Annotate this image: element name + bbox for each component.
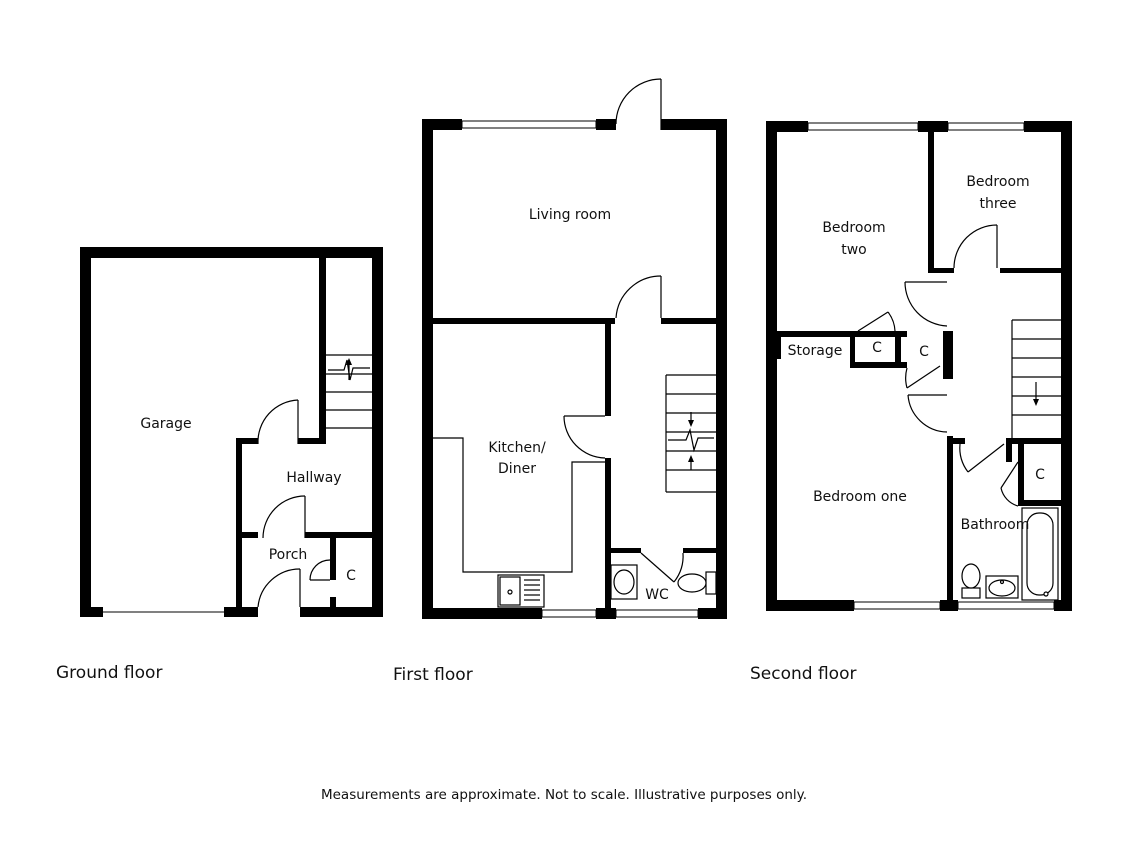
first-floor-doors bbox=[563, 78, 684, 583]
room-label-kitchen-line1: Kitchen/ bbox=[488, 440, 546, 456]
first-floor-kitchen-fittings bbox=[433, 437, 605, 608]
room-label-storage: Storage bbox=[788, 343, 843, 359]
room-label-bedroom-three-line1: Bedroom bbox=[966, 174, 1029, 190]
first-floor-windows bbox=[461, 120, 699, 618]
room-label-hallway: Hallway bbox=[286, 470, 341, 486]
second-floor-staircase bbox=[1011, 319, 1061, 438]
room-label-cupboard-b: C bbox=[919, 344, 929, 360]
caption-ground-floor: Ground floor bbox=[56, 663, 162, 683]
second-floor-windows bbox=[807, 122, 1055, 610]
room-label-bedroom-three-line2: three bbox=[979, 196, 1016, 212]
room-label-bedroom-one: Bedroom one bbox=[813, 489, 907, 505]
room-label-bathroom: Bathroom bbox=[961, 517, 1030, 533]
first-floor-walls bbox=[422, 119, 727, 619]
ground-floor-doors bbox=[103, 399, 331, 613]
first-floor-wc-fittings bbox=[610, 564, 717, 600]
room-label-porch: Porch bbox=[269, 547, 308, 563]
ground-floor-plan: Garage Hallway Porch C bbox=[80, 247, 383, 617]
ground-floor-walls bbox=[80, 247, 383, 617]
second-floor-walls bbox=[766, 121, 1072, 611]
first-floor-staircase bbox=[665, 374, 716, 493]
room-label-cupboard: C bbox=[346, 568, 356, 584]
ground-floor-staircase bbox=[326, 354, 372, 429]
room-label-cupboard-a: C bbox=[872, 340, 882, 356]
caption-second-floor: Second floor bbox=[750, 664, 856, 684]
room-label-cupboard-c: C bbox=[1035, 467, 1045, 483]
second-floor-doors bbox=[857, 224, 1019, 507]
room-label-garage: Garage bbox=[140, 416, 191, 432]
caption-first-floor: First floor bbox=[393, 665, 473, 685]
room-label-kitchen-line2: Diner bbox=[498, 461, 536, 477]
second-floor-plan: Bedroom three Bedroom two Storage C C C … bbox=[766, 121, 1072, 611]
first-floor-plan: Living room Kitchen/ Diner WC bbox=[422, 78, 727, 619]
room-label-bedroom-two-line1: Bedroom bbox=[822, 220, 885, 236]
room-label-bedroom-two-line2: two bbox=[841, 242, 867, 258]
second-floor-bathroom-fittings bbox=[961, 507, 1059, 601]
footer-disclaimer: Measurements are approximate. Not to sca… bbox=[321, 787, 807, 803]
room-label-living-room: Living room bbox=[529, 207, 611, 223]
room-label-wc: WC bbox=[645, 587, 669, 603]
